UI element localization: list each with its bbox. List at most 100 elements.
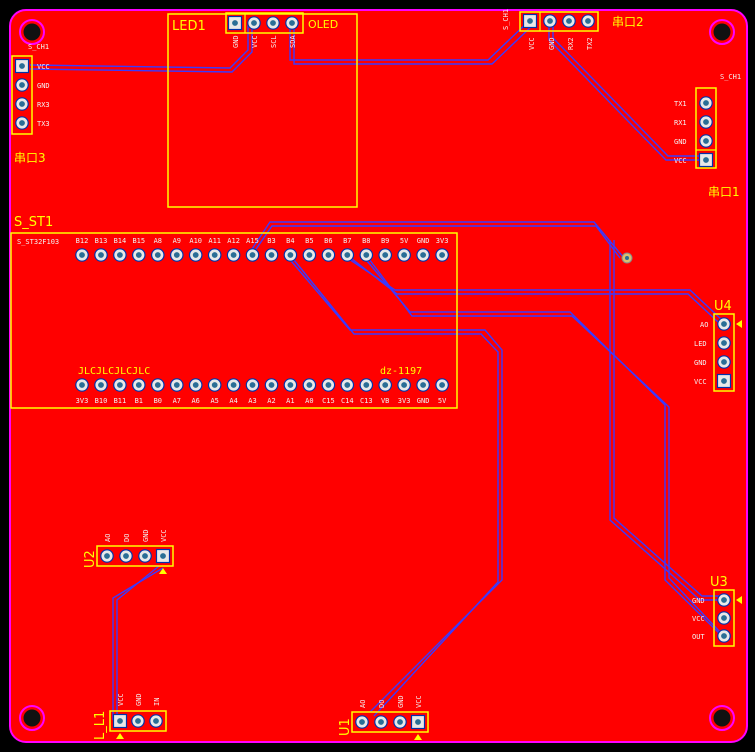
s-st1-top-pin-label: B5	[305, 237, 313, 245]
s-st1-top-pin-pad	[226, 248, 241, 262]
port3-pin-label: TX3	[37, 120, 50, 128]
via	[621, 252, 633, 264]
s-st1-top-pin-pad	[283, 248, 298, 262]
s-st1-bottom-pin-label: A0	[305, 397, 313, 405]
s-st1-bottom-pin-label: 3V3	[76, 397, 89, 405]
port1-pin-label: RX1	[674, 119, 687, 127]
s-st1-bottom-pin-pad	[416, 378, 430, 392]
s-st1-top-pin-label: B7	[343, 237, 351, 245]
s-st1-bottom-pin-label: C14	[341, 397, 354, 405]
l1-pin-label: GND	[135, 693, 143, 706]
s-st1-bottom-pin-label: VB	[381, 397, 389, 405]
s-st1-bottom-pin-label: B0	[154, 397, 162, 405]
traces	[29, 19, 723, 720]
port1-footprint: S_CH1 TX1 RX1 GND VCC 串口1	[674, 73, 741, 199]
s-st1-bottom-pin-pad	[188, 378, 203, 392]
s-st1-silk-text: JLCJLCJLCJLC	[78, 366, 150, 377]
s-st1-bottom-pin-pad	[151, 378, 165, 392]
u1-pin-label: VCC	[415, 695, 423, 708]
s-st1-footprint: S_ST1 S_ST32F103 JLCJLCJLCJLC dz-1197 B1…	[10, 215, 458, 409]
s-st1-bottom-pin-label: A4	[229, 397, 237, 405]
mount-hole-icon	[19, 19, 45, 45]
s-st1-top-pin-pad	[113, 248, 127, 262]
u2-pin-label: GND	[142, 529, 150, 542]
u2-pin-label: DO	[123, 534, 131, 542]
s-st1-bottom-pin-pad	[113, 378, 127, 392]
s-st1-bottom-pin-pad	[340, 378, 355, 392]
s-st1-bottom-pin-pad	[435, 378, 449, 392]
led1-pin-label: VCC	[251, 35, 259, 48]
port3-pin-label: RX3	[37, 101, 50, 109]
led1-pin-label: GND	[232, 35, 240, 48]
s-st1-bottom-pin-label: A2	[267, 397, 275, 405]
u2-pin-label: AO	[104, 534, 112, 542]
s-st1-bottom-pin-pad	[321, 378, 336, 392]
s-st1-bottom-pin-label: A6	[191, 397, 199, 405]
port1-pin-label: VCC	[674, 157, 687, 165]
s-st1-top-pin-pad	[75, 248, 89, 262]
u3-pin-label: VCC	[692, 615, 705, 623]
s-st1-top-pin-label: A12	[227, 237, 240, 245]
s-st1-bottom-pin-pad	[359, 378, 374, 392]
port1-pin-label: TX1	[674, 100, 687, 108]
u3-pin-label: GND	[692, 597, 705, 605]
u4-pin-label: LED	[694, 340, 707, 348]
port1-top-label: S_CH1	[720, 73, 741, 81]
s-st1-bottom-pin-label: A1	[286, 397, 294, 405]
s-st1-top-pin-pad	[94, 248, 108, 262]
s-st1-top-pin-pad	[264, 248, 279, 262]
s-st1-bottom-pin-pad	[132, 378, 146, 392]
s-st1-bottom-pin-label: A7	[173, 397, 181, 405]
s-st1-top-pin-label: 3V3	[436, 237, 449, 245]
s-st1-bottom-pin-label: 3V3	[398, 397, 411, 405]
s-st1-part-code: dz-1197	[380, 366, 422, 377]
s-st1-top-pin-pad	[151, 248, 165, 262]
s-st1-bottom-pin-pad	[226, 378, 241, 392]
port2-pin-label: VCC	[528, 37, 536, 50]
s-st1-bottom-pin-label: C13	[360, 397, 373, 405]
s-st1-top-pin-pad	[416, 248, 430, 262]
port2-top-label: S_CH1	[502, 9, 510, 30]
s-st1-top-pin-label: B15	[132, 237, 145, 245]
s-st1-bottom-pin-label: 5V	[438, 397, 447, 405]
s-st1-top-pin-pad	[207, 248, 222, 262]
port1-designator: 串口1	[708, 185, 740, 199]
u3-pin-label: OUT	[692, 633, 705, 641]
led1-pin-label: SCL	[270, 35, 278, 48]
led1-designator: LED1	[172, 19, 206, 34]
u1-pin-label: DO	[378, 700, 386, 708]
s-st1-top-pin-label: A15	[246, 237, 259, 245]
s-st1-bottom-pin-label: A3	[248, 397, 256, 405]
u4-pin-label: AO	[700, 321, 708, 329]
mount-hole-icon	[709, 19, 735, 45]
port2-pin-label: TX2	[586, 37, 594, 50]
s-st1-top-pin-label: B9	[381, 237, 389, 245]
s-st1-top-pin-pad	[132, 248, 146, 262]
s-st1-bottom-pin-label: B1	[135, 397, 143, 405]
s-st1-corner-label: S_ST32F103	[17, 238, 59, 246]
mount-hole-icon	[19, 705, 45, 731]
s-st1-designator: S_ST1	[14, 215, 53, 230]
board-copper	[9, 9, 748, 743]
l1-pin-label: VCC	[117, 693, 125, 706]
s-st1-top-pin-pad	[170, 248, 184, 262]
l1-designator: L_L1	[93, 711, 108, 740]
s-st1-bottom-pin-label: GND	[417, 397, 430, 405]
s-st1-top-pin-pad	[321, 248, 336, 262]
u4-designator: U4	[714, 299, 732, 314]
s-st1-top-pin-label: B13	[95, 237, 108, 245]
u2-pin-label: VCC	[160, 529, 168, 542]
port3-designator: 串口3	[14, 151, 46, 165]
u2-designator: U2	[83, 550, 98, 568]
s-st1-top-pin-label: B6	[324, 237, 332, 245]
led1-pin-label: SDA	[289, 35, 297, 48]
s-st1-bottom-pin-label: B10	[95, 397, 108, 405]
s-st1-top-pin-pad	[435, 248, 449, 262]
s-st1-bottom-pin-pad	[378, 378, 393, 392]
s-st1-top-pin-label: B14	[114, 237, 127, 245]
s-st1-top-pin-label: B4	[286, 237, 294, 245]
s-st1-bottom-pin-pad	[245, 378, 260, 392]
u2-footprint: U2 AO DO GND VCC	[83, 529, 174, 574]
